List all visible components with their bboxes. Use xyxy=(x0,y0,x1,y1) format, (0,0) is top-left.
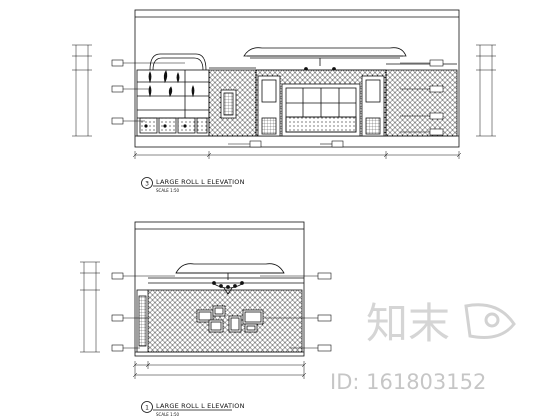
lower-wall-pattern xyxy=(147,289,303,353)
bookshelf xyxy=(136,53,210,137)
upper-elevation-title: LARGE ROLL L ELEVATION xyxy=(156,178,245,186)
upper-title-block: 3 LARGE ROLL L ELEVATION SCALE 1:50 xyxy=(141,177,245,193)
watermark-logo-text: 知末 xyxy=(366,299,450,348)
upper-frame xyxy=(134,9,460,148)
upper-elevation xyxy=(72,9,496,159)
upper-dimensions xyxy=(72,44,496,159)
lower-leaders xyxy=(111,272,332,352)
lower-elevation-title: LARGE ROLL L ELEVATION xyxy=(156,402,245,410)
lower-dimensions xyxy=(80,261,307,379)
picture-frames xyxy=(196,305,264,333)
lower-elevation-scale: SCALE 1:50 xyxy=(156,412,180,417)
lower-title-block: 1 LARGE ROLL L ELEVATION SCALE 1:50 xyxy=(141,401,245,417)
watermark-id: ID: 161803152 xyxy=(330,370,486,394)
upper-elevation-scale: SCALE 1:50 xyxy=(156,188,180,193)
lower-frame xyxy=(134,221,305,357)
lower-elevation xyxy=(80,221,332,379)
watermark-logo-mark xyxy=(464,303,516,339)
watermark: 知末 ID: 161803152 xyxy=(330,299,516,394)
upper-leaders xyxy=(111,59,444,148)
upper-elevation-number: 3 xyxy=(145,181,149,188)
lower-elevation-number: 1 xyxy=(145,405,149,412)
right-wall-pattern xyxy=(385,69,458,137)
